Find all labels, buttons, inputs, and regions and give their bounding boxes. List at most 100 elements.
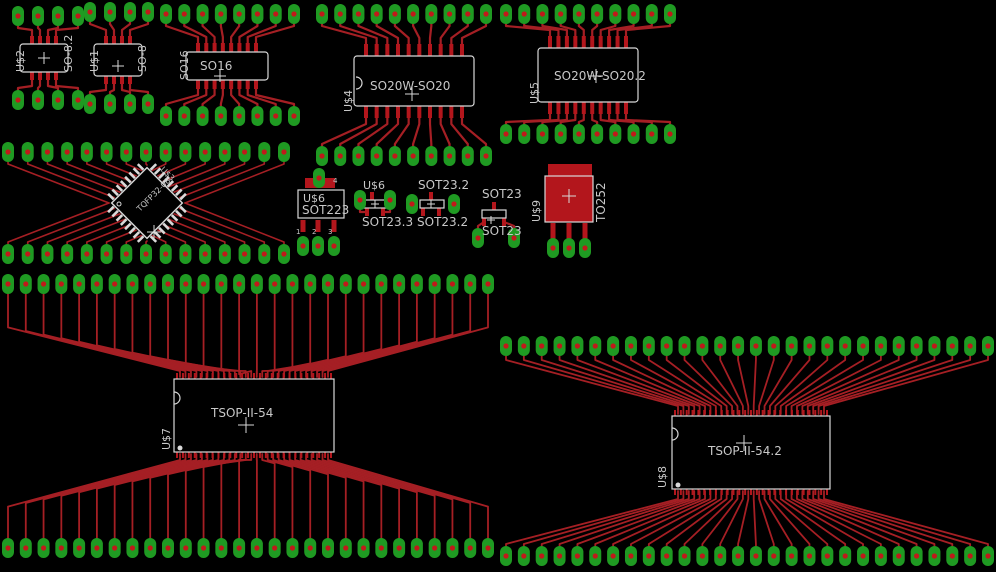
u7-pin-bot-11 <box>241 452 244 458</box>
u6-outline <box>297 189 345 219</box>
u4-bot-6-drill <box>428 153 434 159</box>
u2-top-3-drill <box>75 13 81 19</box>
tqfp-pin-1-4 <box>124 222 132 231</box>
u7-top-15-drill <box>272 281 278 287</box>
u7-bot-2-drill <box>40 545 47 551</box>
u7-trace-bot-25 <box>316 453 454 549</box>
u4-pin-bot-0 <box>364 106 368 118</box>
sot23-2-cross <box>427 200 435 208</box>
u8-pin-bot-7 <box>714 489 717 495</box>
u8-top-20-drill <box>860 343 866 349</box>
u4-bot-4-drill <box>392 153 398 159</box>
u9-package-label: TO252 <box>594 182 608 223</box>
u5-top-0-drill <box>503 11 509 17</box>
u8-pin-bot-10 <box>732 489 735 495</box>
u1-outline <box>93 43 143 77</box>
tqfp-origin-cross <box>147 225 161 239</box>
u7-bot-16-drill <box>289 545 296 551</box>
u8-pin-top-10 <box>732 410 735 416</box>
u4-bot-8-drill <box>465 153 471 159</box>
u5-pin-top-9 <box>624 36 628 48</box>
sot23-2-pad-r-drill <box>451 201 457 207</box>
tqfp-top-9-drill <box>182 149 189 155</box>
u5-pin-top-0 <box>548 36 552 48</box>
tqfp-bot-13-drill <box>261 251 267 257</box>
u7-pin-top-19 <box>288 373 291 379</box>
u5-pin-bot-5 <box>590 102 595 114</box>
u8-bot-22-drill <box>896 553 902 559</box>
u7-top-12-drill <box>218 281 224 287</box>
u7-pin-bot-8 <box>223 452 226 458</box>
u8-top-26-drill <box>967 343 973 349</box>
tqfp-pin-3-1 <box>175 209 183 218</box>
u7-pin-top-16 <box>270 373 273 379</box>
u9-leg-1 <box>566 223 572 241</box>
tqfp-pin-3-7 <box>149 235 158 243</box>
sot23-2-pin-top <box>429 192 433 200</box>
u6-pad-1-drill <box>315 243 321 249</box>
so16-bot-6-drill <box>273 113 279 119</box>
u6-pin1-label: 1 <box>296 228 300 236</box>
u1-top-0-drill <box>87 9 93 15</box>
u4-pin-bot-6 <box>428 106 432 118</box>
sot23-3-pin-l <box>365 208 369 216</box>
u5-top-7-drill <box>630 11 637 17</box>
u7-top-10-drill <box>183 281 189 287</box>
u8-top-19-drill <box>842 343 848 349</box>
u5-pin-top-3 <box>573 36 578 48</box>
u7-pin-top-13 <box>253 373 255 379</box>
u2-pin-top-1 <box>38 36 42 44</box>
tqfp-pin-2-7 <box>107 192 115 201</box>
u2-pin-bot-2 <box>46 72 50 80</box>
u2-top-0-drill <box>15 13 21 19</box>
u4-pin-bot-7 <box>438 106 443 118</box>
so16-pin-bot-5 <box>237 80 242 89</box>
u8-pin-bot-9 <box>726 489 729 495</box>
u2-ref-label: U$2 <box>14 50 27 72</box>
u7-bot-14-drill <box>254 545 260 551</box>
u8-pin-bot-5 <box>703 489 706 495</box>
u8-pin-bot-2 <box>685 489 688 495</box>
u8-bot-6-drill <box>610 553 616 559</box>
tqfp-top-13-drill <box>261 149 267 155</box>
u8-bot-4-drill <box>574 553 581 559</box>
u7-pin-top-5 <box>205 373 208 379</box>
u7-top-5-drill <box>94 281 100 287</box>
tqfp-pin-0-2 <box>158 171 166 180</box>
u8-pin-top-18 <box>779 410 782 416</box>
u7-top-25-drill <box>449 281 456 287</box>
u7-pin-top-25 <box>324 373 327 379</box>
tqfp-pin-2-0 <box>136 163 145 171</box>
u8-bot-23-drill <box>913 553 920 559</box>
u7-pin-top-9 <box>229 373 232 379</box>
u8-outline <box>671 415 831 490</box>
u8-bot-25-drill <box>949 553 955 559</box>
u8-pin-bot-13 <box>750 489 752 495</box>
sot23-top-label: SOT23 <box>482 187 522 201</box>
u7-bot-9-drill <box>165 545 171 551</box>
tqfp-top-7-drill <box>143 149 149 155</box>
u4-top-8-drill <box>465 11 471 17</box>
u7-pin-top-2 <box>187 373 190 379</box>
u7-top-7-drill <box>129 281 136 287</box>
u7-bot-11-drill <box>200 545 207 551</box>
u9-ref-label: U$9 <box>530 200 543 222</box>
tqfp-pin-2-4 <box>119 180 128 188</box>
u2-pin-top-2 <box>46 36 50 44</box>
u8-pin-top-20 <box>790 410 793 416</box>
u7-package-label: TSOP-II-54 <box>210 406 273 420</box>
so16-bot-7-drill <box>291 113 297 119</box>
u8-pin-top-1 <box>679 410 682 416</box>
u5-pin-bot-9 <box>624 102 628 114</box>
u1-pin-top-0 <box>104 36 108 44</box>
so16-top-1-drill <box>181 11 187 17</box>
u7-top-27-drill <box>485 281 491 287</box>
tqfp-pin-1-6 <box>132 231 141 239</box>
u7-bot-17-drill <box>307 545 313 551</box>
u4-top-5-drill <box>410 11 416 17</box>
u7-pin-bot-5 <box>205 452 208 458</box>
u8-bot-21-drill <box>878 553 884 559</box>
so16-pin-bot-4 <box>229 80 234 89</box>
tqfp-top-10-drill <box>202 149 208 155</box>
so16-pin-top-0 <box>196 43 200 52</box>
